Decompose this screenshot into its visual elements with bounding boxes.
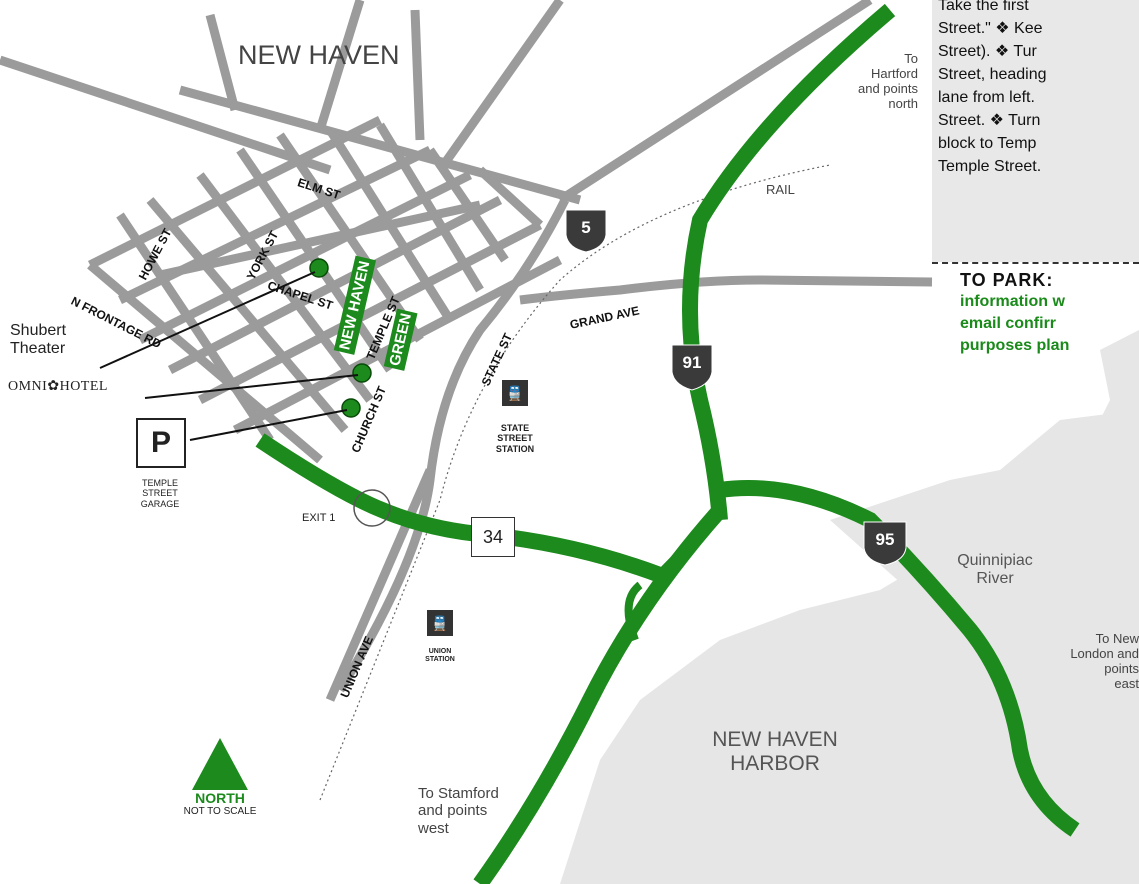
shield-91-icon (671, 344, 713, 391)
directions-line: Temple Street. (938, 158, 1042, 175)
parking-icon: P (136, 418, 186, 468)
i91-number: 91 (682, 353, 702, 372)
directions-line: Street, heading (938, 66, 1047, 83)
north-arrow-icon (192, 738, 248, 790)
highways (255, 3, 1080, 884)
river-water (830, 410, 1139, 660)
park-heading: TO PARK: (960, 270, 1054, 290)
directions-line: Street." ❖ Kee (938, 20, 1043, 37)
park-line: email confirr (960, 315, 1057, 332)
directions-line: block to Temp (938, 135, 1037, 152)
park-line: information w (960, 293, 1065, 310)
parking-info-panel: TO PARK: information w email confirr pur… (960, 270, 1139, 357)
train-station-icon: 🚆 (427, 610, 453, 636)
north-indicator: NORTH NOT TO SCALE (170, 770, 270, 817)
i5-number: 5 (581, 218, 591, 237)
route-34-shield: 34 (471, 517, 515, 557)
not-to-scale-label: NOT TO SCALE (183, 806, 257, 817)
shield-95-icon (863, 521, 907, 566)
exit-1-label: EXIT 1 (302, 512, 336, 524)
omni-hotel-label: OMNI✿HOTEL (8, 379, 108, 394)
rail-label: RAIL (766, 182, 795, 197)
rail-line (319, 164, 831, 801)
street-grid (0, 0, 933, 702)
north-label: NORTH (195, 790, 245, 806)
shield-5-icon (565, 209, 607, 253)
harbor-water (560, 330, 1139, 884)
city-label: NEW HAVEN (238, 40, 400, 70)
directions-line: Street. ❖ Turn (938, 112, 1041, 129)
train-station-icon: 🚆 (502, 380, 528, 406)
directions-line: lane from left. (938, 89, 1035, 106)
directions-line: Street). ❖ Tur (938, 43, 1037, 60)
i95-number: 95 (875, 530, 895, 549)
directions-panel: Take the first Street." ❖ Kee Street). ❖… (932, 0, 1139, 262)
exit-1-marker (353, 489, 391, 527)
poi-leaders (99, 271, 359, 441)
park-line: purposes plan (960, 337, 1070, 354)
directions-line: Take the first (938, 0, 1029, 14)
panel-divider (932, 262, 1139, 264)
